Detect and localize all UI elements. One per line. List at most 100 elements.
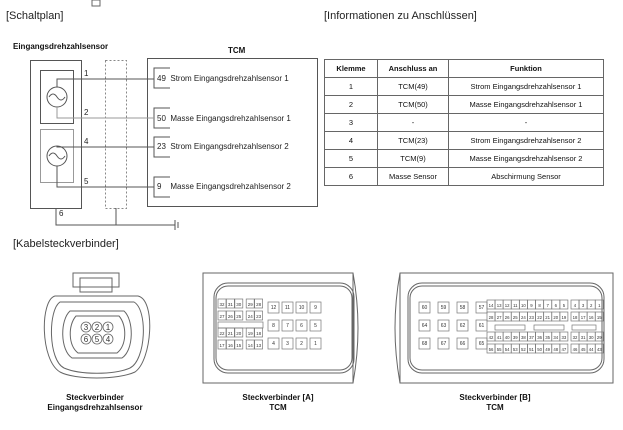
- pin-label: 4: [106, 335, 111, 344]
- pin-cell: [267, 301, 280, 314]
- pin-label: 47: [562, 347, 567, 352]
- wire-pin1: [56, 78, 154, 87]
- pin-label: 64: [422, 323, 428, 329]
- pin-cell: [475, 337, 488, 350]
- pin-cell: [309, 301, 322, 314]
- pin-label: 24: [521, 315, 526, 320]
- pin-cell: [437, 337, 450, 350]
- pin-info-heading: [Informationen zu Anschlüssen]: [324, 10, 477, 22]
- pin-cell: [245, 310, 255, 321]
- pin-cell: [267, 337, 280, 350]
- pin-label: 50: [537, 347, 542, 352]
- pin-circle: [80, 333, 92, 345]
- pin-label: 42: [489, 335, 494, 340]
- pin-label: 1: [106, 323, 111, 332]
- pin-label: 13: [497, 303, 502, 308]
- pin-cell: [234, 339, 244, 350]
- pin-label: 27: [219, 314, 225, 319]
- sensor-pin-2: 2: [84, 108, 89, 117]
- shield: [105, 60, 127, 209]
- pin-label: 19: [248, 331, 254, 336]
- sensor-pin-6: 6: [59, 209, 64, 218]
- pin-label: 5: [563, 303, 566, 308]
- pin-label: 49: [545, 347, 550, 352]
- pin-cell: [281, 301, 294, 314]
- pin-label: 63: [441, 323, 447, 329]
- pin-label: 6: [555, 303, 558, 308]
- tcm-pin-23: 23 Strom Eingangsdrehzahlsensor 2: [157, 142, 289, 151]
- pin-circle: [102, 333, 114, 345]
- pin-cell: [571, 324, 597, 331]
- pin-label: 62: [460, 323, 466, 329]
- pin-cell: [245, 298, 255, 309]
- pin-label: 18: [256, 331, 262, 336]
- pin-cell: [594, 311, 604, 322]
- pin-cell: [559, 331, 569, 342]
- tcm-pin-50: 50 Masse Eingangsdrehzahlsensor 1: [157, 114, 291, 123]
- pin-label: 58: [460, 305, 466, 311]
- wire-pin2: [56, 107, 154, 119]
- wire-pin4: [56, 146, 154, 148]
- pin-label: 3: [84, 323, 89, 332]
- connector-b-caption: Steckverbinder [B]TCM: [459, 393, 531, 412]
- pin-cell: [533, 324, 565, 331]
- pin-label: 57: [479, 305, 485, 311]
- pin-cell: [234, 310, 244, 321]
- pin-cell: [217, 321, 264, 329]
- pin-label: 28: [489, 315, 494, 320]
- pin-label: 59: [441, 305, 447, 311]
- pin-label: 16: [228, 343, 234, 348]
- pin-label: 11: [285, 305, 290, 311]
- pin-label: 36: [537, 335, 542, 340]
- pin-cell: [494, 324, 526, 331]
- sensor-title: Eingangsdrehzahlsensor: [13, 42, 109, 51]
- pin-cell: [456, 319, 469, 332]
- pin-label: 7: [547, 303, 550, 308]
- sensor-pin-5: 5: [84, 177, 89, 186]
- pin-label: 17: [219, 343, 225, 348]
- pin-label: 27: [497, 315, 502, 320]
- pin-label: 6: [84, 335, 89, 344]
- ground-symbol: [174, 220, 179, 230]
- pin-label: 31: [228, 302, 234, 307]
- pin-label: 34: [553, 335, 558, 340]
- pin-label: 3: [582, 303, 585, 308]
- pin-label: 7: [286, 323, 289, 329]
- pin-label: 8: [272, 323, 275, 329]
- pin-label: 4: [574, 303, 577, 308]
- pin-label: 45: [581, 347, 586, 352]
- pin-label: 29: [248, 302, 254, 307]
- table-row: 3--: [324, 113, 604, 132]
- pin-label: 32: [219, 302, 225, 307]
- pin-label: 39: [513, 335, 518, 340]
- pin-label: 5: [95, 335, 100, 344]
- pin-label: 18: [573, 315, 578, 320]
- pin-cell: [475, 319, 488, 332]
- connector-a-caption: Steckverbinder [A]TCM: [242, 393, 314, 412]
- pin-label: 22: [537, 315, 542, 320]
- pin-circle: [80, 321, 92, 333]
- pin-cell: [226, 298, 235, 309]
- pin-label: 51: [529, 347, 534, 352]
- pin-label: 14: [248, 343, 254, 348]
- pin-cell: [217, 339, 227, 350]
- pin-label: 22: [219, 331, 225, 336]
- pin-label: 16: [589, 315, 594, 320]
- pin-cell: [281, 319, 294, 332]
- pin-label: 26: [228, 314, 234, 319]
- pin-label: 14: [489, 303, 494, 308]
- pin-label: 46: [573, 347, 578, 352]
- tcm-pin-49: 49 Strom Eingangsdrehzahlsensor 1: [157, 74, 289, 83]
- pin-label: 26: [505, 315, 510, 320]
- pin-label: 3: [286, 341, 289, 347]
- pin-cell: [418, 319, 431, 332]
- pin-label: 4: [272, 341, 275, 347]
- pin-label: 19: [562, 315, 567, 320]
- pin-cell: [418, 337, 431, 350]
- table-header-row: Klemme Anschluss an Funktion: [324, 59, 604, 78]
- sensor-pin-4: 4: [84, 137, 89, 146]
- pin-cell: [217, 310, 227, 321]
